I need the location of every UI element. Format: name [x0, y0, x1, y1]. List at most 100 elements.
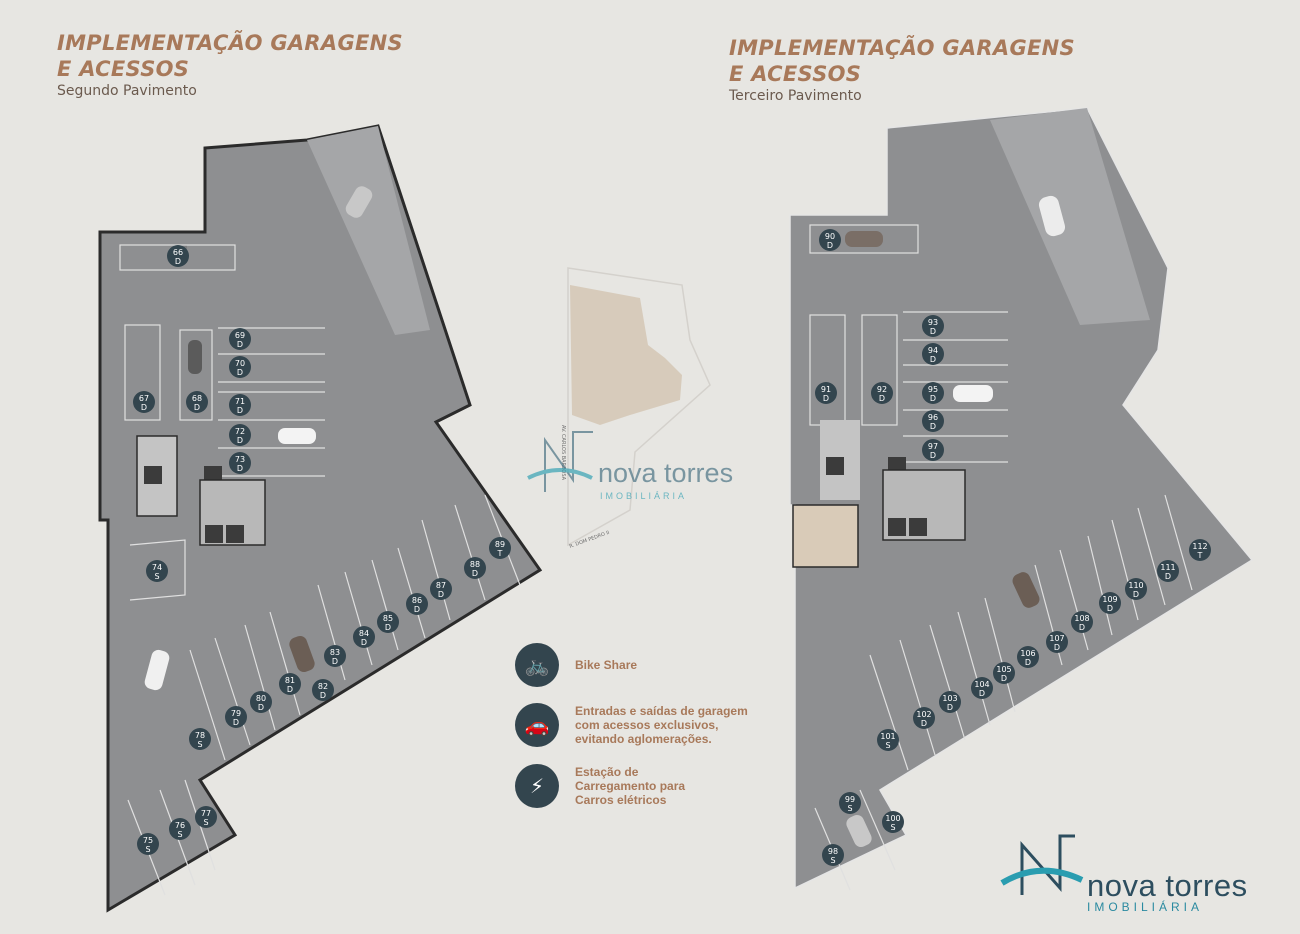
left-spot-number: 66: [173, 248, 183, 257]
left-spot-number: 82: [318, 682, 328, 691]
left-spot-number: 73: [235, 455, 245, 464]
watermark: nova torres IMOBILIÁRIA: [527, 431, 733, 501]
right-spot-type: D: [930, 451, 936, 460]
left-spot-badge-82: [312, 679, 334, 701]
right-elevator: [909, 518, 927, 536]
left-spot-badge-77: [195, 806, 217, 828]
right-spot-number: 112: [1192, 542, 1207, 551]
right-spot-type: D: [879, 394, 885, 403]
logo-mark-icon: [1020, 834, 1075, 895]
left-spot-number: 69: [235, 331, 245, 340]
right-spot-badge-103: [939, 691, 961, 713]
left-spot-badge-66: [167, 245, 189, 267]
left-spot-type: D: [237, 340, 243, 349]
right-spot-number: 108: [1074, 614, 1089, 623]
right-elevator: [826, 457, 844, 475]
watermark-mark-icon: [544, 431, 593, 492]
legend-label: Bike Share: [575, 658, 638, 672]
left-spot-type: S: [203, 818, 208, 827]
right-spot-type: T: [1197, 551, 1203, 560]
right-spot-number: 102: [916, 710, 931, 719]
right-spot-badge-106: [1017, 646, 1039, 668]
right-spot-badge-95: [922, 382, 944, 404]
left-spot-type: D: [472, 569, 478, 578]
left-spot-badge-79: [225, 706, 247, 728]
right-plan-title-line1: IMPLEMENTAÇÃO GARAGENS: [729, 36, 1075, 60]
right-spot-badge-90: [819, 229, 841, 251]
right-spot-number: 111: [1160, 563, 1175, 572]
left-spot-badge-80: [250, 691, 272, 713]
right-spot-type: D: [930, 394, 936, 403]
left-spot-type: S: [177, 830, 182, 839]
left-spot-badge-68: [186, 391, 208, 413]
right-spot-badge-102: [913, 707, 935, 729]
left-spot-type: D: [258, 703, 264, 712]
left-plan-title-line2: E ACESSOS: [57, 57, 190, 81]
left-spot-badge-88: [464, 557, 486, 579]
left-spot-type: D: [237, 368, 243, 377]
right-car: [1012, 572, 1040, 608]
left-car: [345, 186, 373, 218]
left-spot-number: 83: [330, 648, 340, 657]
right-spot-badge-100: [882, 811, 904, 833]
left-spot-type: S: [145, 845, 150, 854]
right-spot-number: 95: [928, 385, 938, 394]
left-floor-plan: [98, 124, 543, 913]
right-car: [953, 385, 993, 402]
right-spot-badge-98: [822, 844, 844, 866]
left-spot-badge-75: [137, 833, 159, 855]
right-spot-type: D: [930, 422, 936, 431]
left-spot-number: 85: [383, 614, 393, 623]
left-ramp: [307, 126, 430, 335]
left-spot-type: D: [332, 657, 338, 666]
right-spot-type: D: [827, 241, 833, 250]
left-spot-badge-83: [324, 645, 346, 667]
left-spot-type: D: [438, 590, 444, 599]
legend-item-bike-share: 🚲 Bike Share: [515, 643, 637, 687]
left-plan-title-line1: IMPLEMENTAÇÃO GARAGENS: [57, 31, 403, 55]
left-spot-type: S: [197, 740, 202, 749]
left-spot-type: D: [320, 691, 326, 700]
left-car: [278, 428, 316, 444]
left-spot-number: 78: [195, 731, 205, 740]
right-plan-heading: IMPLEMENTAÇÃO GARAGENS E ACESSOS Terceir…: [729, 35, 1075, 105]
right-spot-number: 109: [1102, 595, 1117, 604]
right-spot-number: 97: [928, 442, 938, 451]
left-spot-number: 77: [201, 809, 211, 818]
left-spot-number: 86: [412, 596, 422, 605]
left-spot-number: 76: [175, 821, 185, 830]
logo-wave-icon: [1000, 867, 1084, 886]
watermark-wave-icon: [527, 468, 593, 480]
right-spot-number: 107: [1049, 634, 1064, 643]
right-spot-number: 110: [1128, 581, 1143, 590]
right-spot-badge-110: [1125, 578, 1147, 600]
left-car: [188, 340, 202, 374]
left-car: [144, 649, 170, 691]
right-spot-type: D: [1107, 604, 1113, 613]
left-spot-type: D: [414, 605, 420, 614]
right-spot-badge-107: [1046, 631, 1068, 653]
right-spot-number: 100: [885, 814, 900, 823]
right-apartment-unit: [792, 504, 859, 568]
right-plan-subtitle: Terceiro Pavimento: [729, 88, 862, 104]
left-car: [289, 635, 315, 673]
left-spot-number: 81: [285, 676, 295, 685]
site-building: [570, 285, 682, 425]
left-spot-number: 72: [235, 427, 245, 436]
left-spot-number: 80: [256, 694, 266, 703]
right-floor-plan: [789, 107, 1254, 891]
right-spot-type: S: [885, 741, 890, 750]
legend-item-garage-access: 🚗 Entradas e saídas de garagem com acess…: [515, 703, 748, 747]
right-spot-type: S: [847, 804, 852, 813]
left-spot-badge-71: [229, 394, 251, 416]
left-spot-type: S: [154, 572, 159, 581]
watermark-sub: IMOBILIÁRIA: [600, 491, 687, 501]
left-spot-badge-69: [229, 328, 251, 350]
right-spot-badge-101: [877, 729, 899, 751]
right-spot-badge-92: [871, 382, 893, 404]
right-spot-number: 105: [996, 665, 1011, 674]
right-spot-number: 98: [828, 847, 838, 856]
legend-label: Entradas e saídas de garagem com acessos…: [575, 704, 748, 746]
right-spot-number: 103: [942, 694, 957, 703]
